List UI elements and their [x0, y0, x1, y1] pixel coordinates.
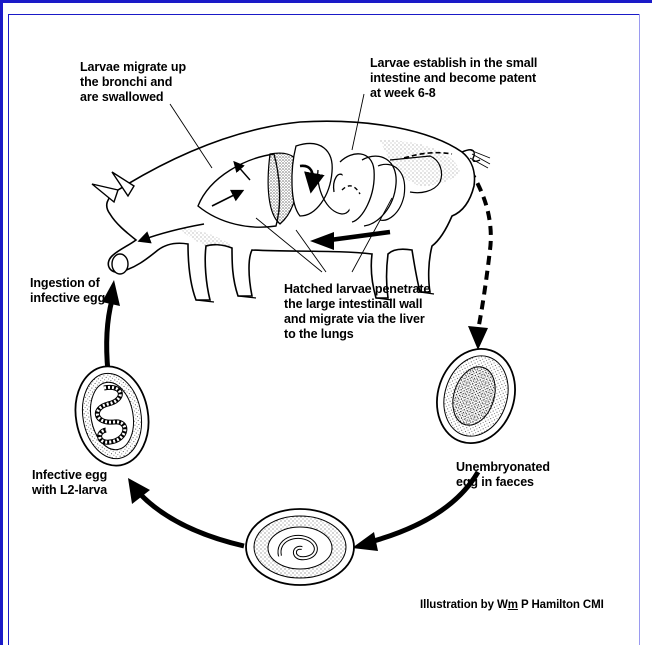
- label-small-intestine: Larvae establish in the small intestine …: [370, 56, 537, 101]
- cycle-arrow-bottom-egg-to-infective-egg: [128, 478, 244, 546]
- infective-egg-illustration: [68, 361, 156, 472]
- pig-illustration: [92, 121, 490, 302]
- credit-underlined: m: [508, 599, 518, 611]
- label-unembryonated-egg: Unembryonated egg in faeces: [456, 460, 550, 490]
- credit-suffix: P Hamilton CMI: [518, 599, 604, 611]
- label-ingestion: Ingestion of infective egg: [30, 276, 105, 306]
- label-infective-egg: Infective egg with L2-larva: [32, 468, 107, 498]
- dashed-arrow-to-faeces: [468, 170, 491, 350]
- unembryonated-egg-illustration: [425, 339, 527, 454]
- label-bronchi-migration: Larvae migrate up the bronchi and are sw…: [80, 60, 186, 105]
- credit-prefix: Illustration by W: [420, 599, 508, 611]
- label-hatched-larvae: Hatched larvae penetrate the large intes…: [284, 282, 430, 342]
- illustration-credit: Illustration by Wm P Hamilton CMI: [420, 598, 604, 613]
- embryonating-egg-illustration: [246, 509, 354, 585]
